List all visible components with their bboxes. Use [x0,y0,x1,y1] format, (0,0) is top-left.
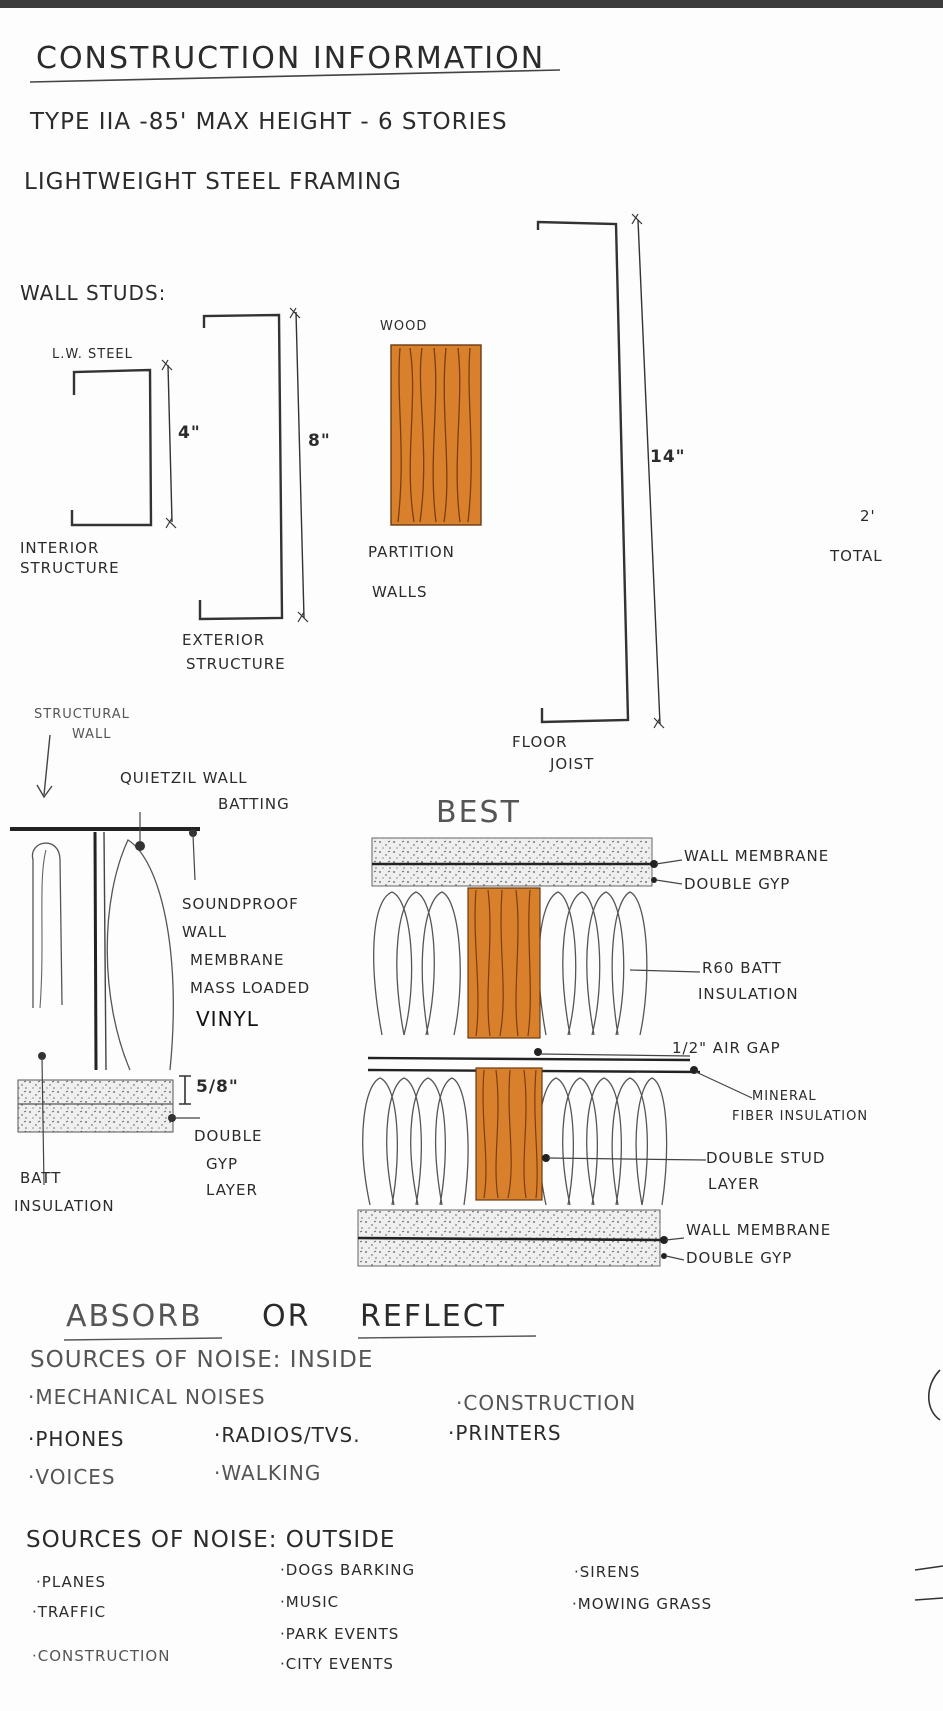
soundproof-label-3: Membrane [190,952,284,969]
interior-label-2: Structure [20,560,120,577]
exterior-stud-diagram [200,308,308,622]
vinyl-label: Vinyl [196,1008,259,1030]
exterior-label-2: Structure [186,656,286,673]
partition-label-2: Walls [372,584,428,601]
air-gap-label: 1/2" Air Gap [672,1040,781,1057]
or-word: or [262,1300,310,1333]
interior-label-1: Interior [20,540,99,557]
mineral-label-1: Mineral [752,1090,817,1104]
double-gyp-label-3: Layer [206,1182,258,1199]
dim-4in: 4" [178,424,201,443]
soundproof-label-1: Soundproof [182,896,299,913]
page-title: Construction Information [36,42,545,75]
edge-fragment-mark [915,1566,943,1600]
reflect-underline [358,1336,536,1338]
absorb-underline [64,1338,222,1340]
double-gyp-label-2: Gyp [206,1156,238,1173]
r60-label-1: R60 Batt [702,960,782,977]
absorb-word: Absorb [66,1300,203,1333]
noise-outside-item: ·Park Events [280,1626,399,1643]
double-gyp-bottom-label: Double Gyp [686,1250,792,1267]
floor-joist-label-2: Joist [550,756,594,773]
noise-outside-item: ·Dogs Barking [280,1562,415,1579]
structural-wall-section [10,812,200,1185]
dim-14in: 14" [650,448,686,467]
wall-membrane-top-label: Wall Membrane [684,848,829,865]
wall-membrane-bottom-label: Wall Membrane [686,1222,831,1239]
noise-inside-item: ·Walking [214,1462,321,1484]
quietzil-label-1: Quietzil Wall [120,770,248,787]
noise-inside-item: ·Radios/Tvs. [214,1424,361,1446]
exterior-label-1: Exterior [182,632,265,649]
soundproof-label-4: Mass Loaded [190,980,310,997]
wood-label: Wood [380,320,427,334]
wall-studs-heading: Wall Studs: [20,282,166,304]
noise-inside-item: ·Printers [448,1422,562,1444]
structural-wall-arrow [37,735,52,797]
wood-stud-diagram [391,345,481,525]
dim-8in: 8" [308,432,331,451]
structural-wall-label-1: Structural [34,708,130,722]
batt-label-1: Batt [20,1170,61,1187]
best-title: Best [436,796,521,829]
noise-outside-item: ·Construction [32,1648,170,1665]
double-stud-label-2: Layer [708,1176,760,1193]
r60-label-2: Insulation [698,986,799,1003]
mineral-label-2: Fiber Insulation [732,1110,868,1124]
double-gyp-top-label: Double Gyp [684,876,790,893]
noise-outside-item: ·Traffic [32,1604,106,1621]
noise-inside-item: ·Mechanical Noises [28,1386,266,1408]
double-stud-label-1: Double Stud [706,1150,825,1167]
total-label-1: 2' [860,508,876,525]
edge-fragment-mark [929,1370,940,1420]
batt-label-2: Insulation [14,1198,115,1215]
reflect-word: Reflect [360,1300,506,1333]
quietzil-label-2: Batting [218,796,290,813]
floor-joist-diagram [538,214,664,728]
dim-5-8in: 5/8" [196,1078,239,1097]
double-gyp-label-1: Double [194,1128,262,1145]
framing-line: Lightweight Steel Framing [24,170,402,195]
type-line: Type IIA -85' Max Height - 6 Stories [30,110,508,135]
soundproof-label-2: Wall [182,924,227,941]
noise-outside-item: ·Music [280,1594,339,1611]
noise-inside-item: ·Voices [28,1466,116,1488]
noise-outside-item: ·Sirens [574,1564,640,1581]
noise-inside-heading: Sources of Noise: Inside [30,1348,373,1373]
partition-label-1: Partition [368,544,455,561]
structural-wall-label-2: Wall [72,728,112,742]
floor-joist-label-1: Floor [512,734,568,751]
lw-steel-label: L.W. Steel [52,348,133,362]
noise-outside-item: ·City Events [280,1656,394,1673]
noise-inside-item: ·Phones [28,1428,125,1450]
noise-outside-heading: Sources of Noise: Outside [26,1528,395,1553]
noise-outside-item: ·Mowing Grass [572,1596,712,1613]
noise-outside-item: ·Planes [36,1574,106,1591]
noise-inside-item: ·Construction [456,1392,636,1414]
total-label-2: Total [830,548,883,565]
interior-stud-diagram [72,360,176,528]
